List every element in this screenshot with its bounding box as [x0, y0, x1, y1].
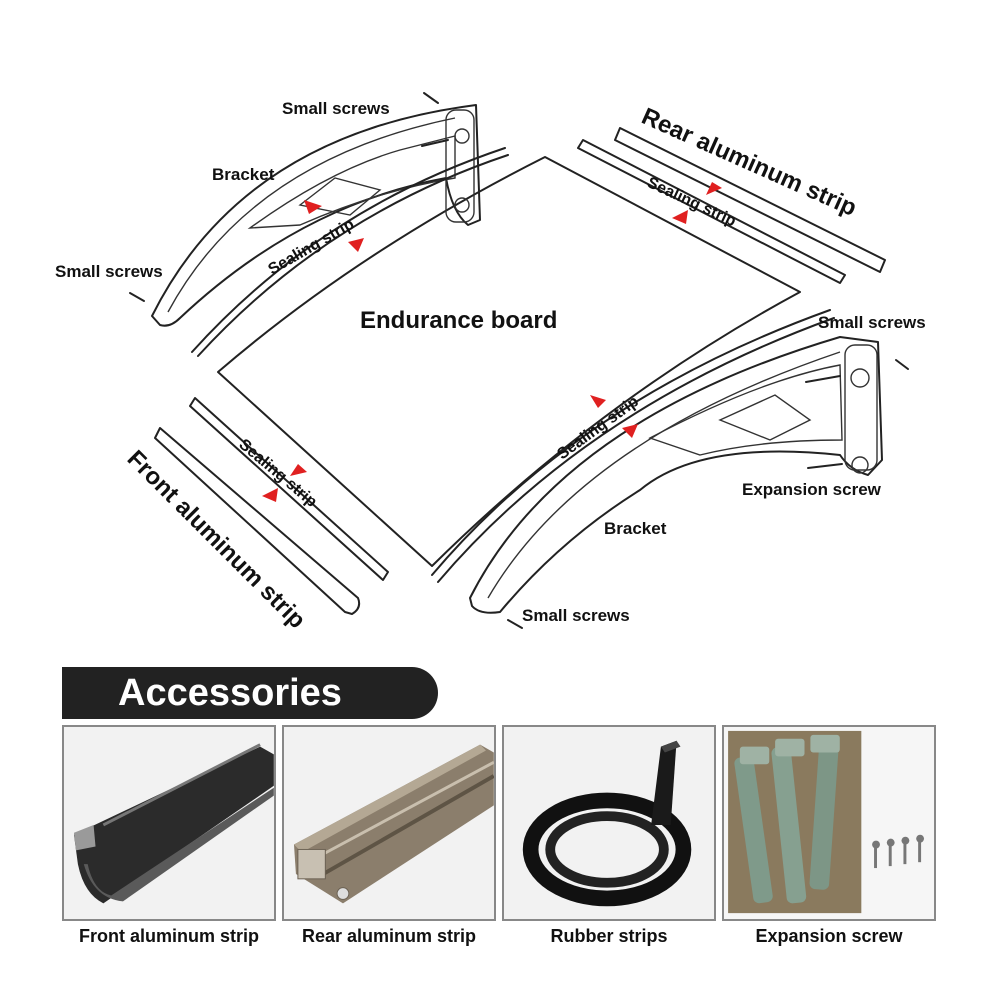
accessories-title: Accessories	[118, 672, 342, 714]
label-sealing-strip-front: Sealing strip	[235, 436, 320, 511]
label-small-screws-top: Small screws	[282, 99, 390, 118]
right-sealing-strip	[431, 309, 835, 583]
label-endurance-board: Endurance board	[360, 307, 557, 334]
label-small-screws-left: Small screws	[55, 262, 163, 281]
screw-icons	[129, 92, 909, 629]
front-sealing-strip	[189, 397, 389, 581]
expansion-screw-photo	[722, 725, 936, 921]
front-aluminum-strip-photo	[62, 725, 276, 921]
label-rear-aluminum-strip: Rear aluminum strip	[638, 103, 861, 222]
rear-aluminum-strip	[614, 127, 886, 273]
label-expansion-screw: Expansion screw	[742, 480, 882, 499]
rear-sealing-strip	[577, 139, 846, 284]
red-arrows	[262, 182, 722, 502]
label-small-screws-bottom: Small screws	[522, 606, 630, 625]
front-aluminum-strip	[154, 427, 361, 615]
label-bracket-left: Bracket	[212, 165, 275, 184]
left-bracket	[151, 104, 481, 327]
accessories-banner	[62, 667, 438, 719]
label-small-screws-right: Small screws	[818, 313, 926, 332]
rear-aluminum-strip-photo	[282, 725, 496, 921]
exploded-assembly-diagram: Small screws Bracket Sealing strip Small…	[55, 92, 926, 634]
caption-front-aluminum-strip: Front aluminum strip	[79, 926, 259, 946]
label-sealing-strip-rear: Sealing strip	[644, 174, 738, 230]
left-sealing-strip	[191, 147, 509, 357]
caption-expansion-screw: Expansion screw	[755, 926, 903, 946]
rubber-strips-photo	[502, 725, 716, 921]
caption-rubber-strips: Rubber strips	[550, 926, 668, 946]
label-bracket-right: Bracket	[604, 519, 667, 538]
caption-rear-aluminum-strip: Rear aluminum strip	[301, 926, 477, 946]
